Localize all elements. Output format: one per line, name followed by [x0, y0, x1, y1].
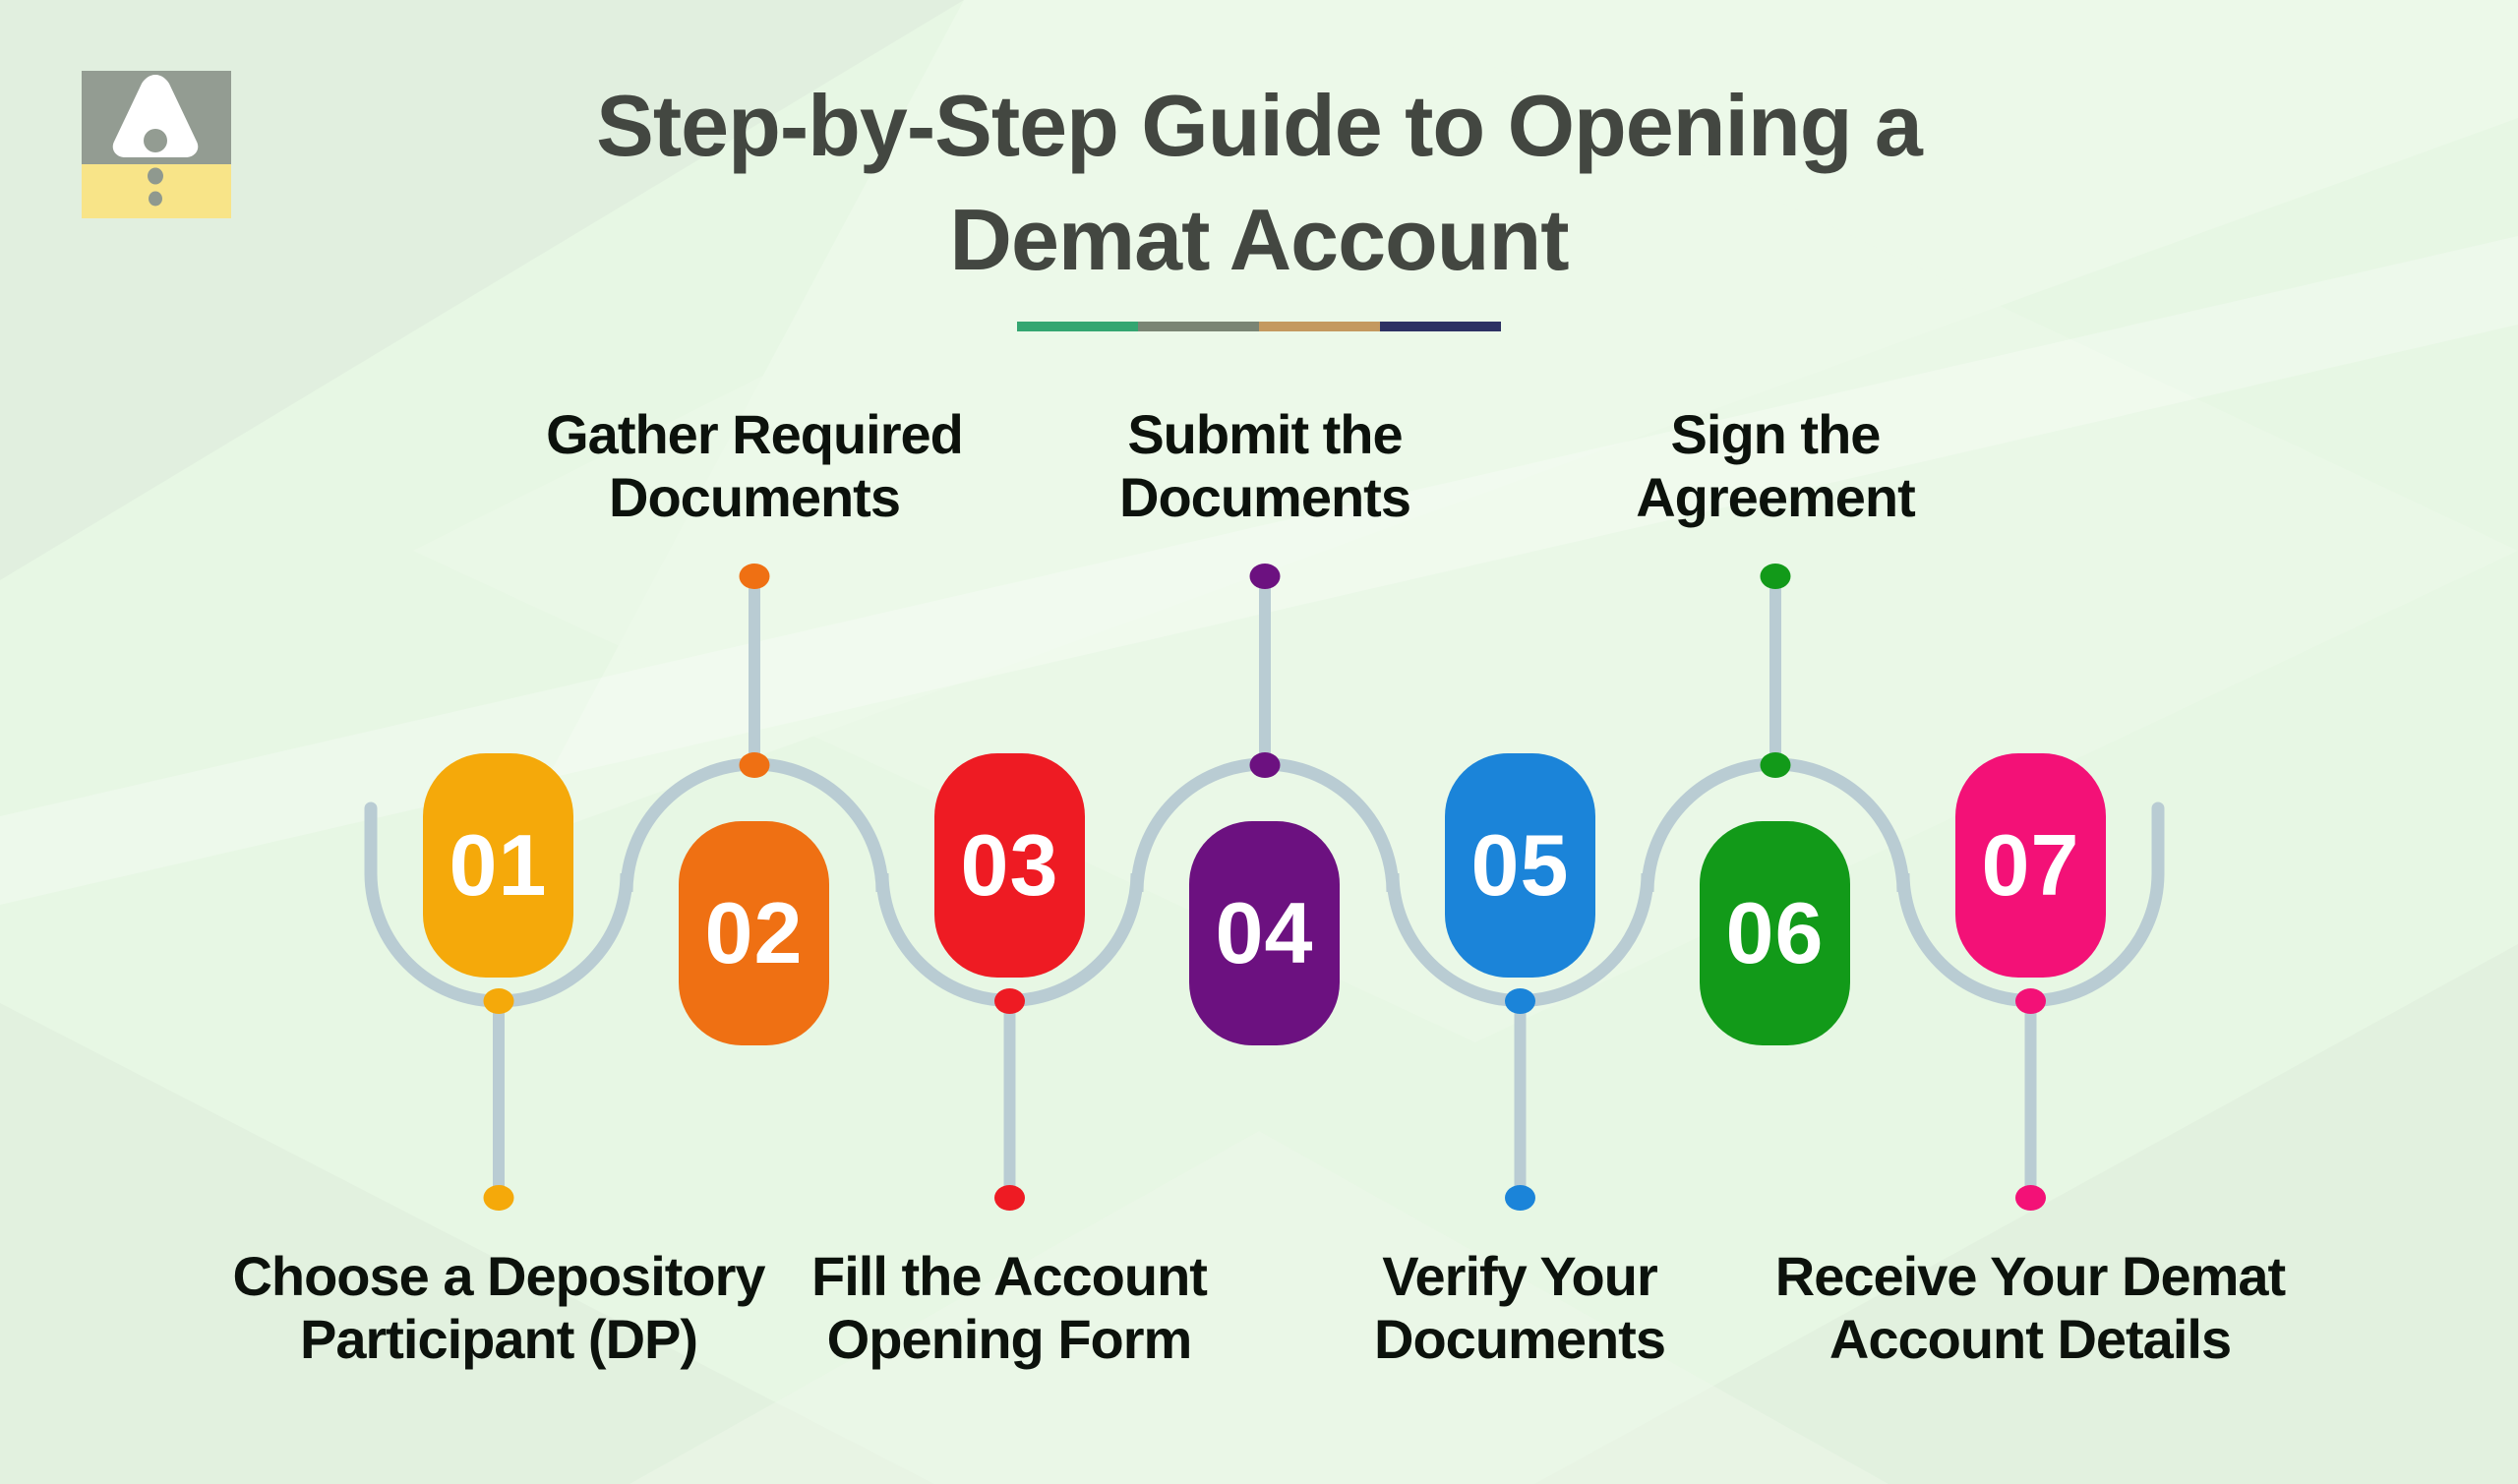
step-07-path-dot — [2015, 988, 2046, 1014]
step-01-label-line1: Choose a Depository — [232, 1245, 765, 1307]
step-03-label-line1: Fill the Account — [811, 1245, 1208, 1307]
step-01-label: Choose a Depository Participant (DP) — [204, 1245, 794, 1371]
step-02-label: Gather Required Documents — [459, 403, 1049, 529]
step-03-end-dot — [994, 1185, 1025, 1211]
page-title-line-2: Demat Account — [949, 191, 1569, 288]
step-07-label: Receive Your Demat Account Details — [1735, 1245, 2325, 1371]
step-01-label-line2: Participant (DP) — [299, 1308, 698, 1370]
step-03-label-line2: Opening Form — [826, 1308, 1193, 1370]
step-02-path-dot — [739, 752, 770, 778]
step-06-badge: 06 — [1700, 821, 1850, 1045]
step-05-number: 05 — [1470, 816, 1570, 914]
step-05-path-dot — [1505, 988, 1535, 1014]
step-02-label-line1: Gather Required — [546, 403, 964, 465]
step-03-path-dot — [994, 988, 1025, 1014]
divider-segment-navy — [1380, 322, 1501, 331]
step-06-end-dot — [1760, 564, 1791, 589]
step-06-path-dot — [1760, 752, 1791, 778]
logo-triangle-hole — [144, 129, 167, 152]
step-04-end-dot — [1249, 564, 1281, 589]
step-01-badge: 01 — [423, 753, 573, 978]
step-02-label-line2: Documents — [609, 466, 901, 528]
stems-below — [493, 995, 2037, 1198]
step-07-label-line2: Account Details — [1829, 1308, 2232, 1370]
page-title-line-1: Step-by-Step Guide to Opening a — [596, 77, 1923, 174]
logo-dot-2 — [149, 191, 162, 207]
step-04-label: Submit the Documents — [970, 403, 1560, 529]
step-03-label: Fill the Account Opening Form — [714, 1245, 1304, 1371]
logo-dot-1 — [148, 167, 163, 185]
logo-triangle — [112, 75, 199, 157]
divider-segment-tan — [1259, 322, 1380, 331]
page-title: Step-by-Step Guide to Opening a Demat Ac… — [0, 69, 2518, 297]
stems-above — [749, 576, 1781, 773]
step-03-badge: 03 — [934, 753, 1085, 978]
timeline-dots — [483, 564, 2046, 1211]
divider-segment-green — [1017, 322, 1138, 331]
step-06-label: Sign the Agreement — [1480, 403, 2070, 529]
step-07-number: 07 — [1981, 816, 2080, 914]
step-05-label-line1: Verify Your — [1382, 1245, 1658, 1307]
step-01-path-dot — [483, 988, 514, 1014]
title-divider — [1017, 322, 1501, 331]
step-06-number: 06 — [1725, 884, 1825, 981]
step-06-label-line2: Agreement — [1636, 466, 1916, 528]
step-05-end-dot — [1505, 1185, 1535, 1211]
step-04-badge: 04 — [1189, 821, 1340, 1045]
step-07-label-line1: Receive Your Demat — [1774, 1245, 2286, 1307]
step-06-label-line1: Sign the — [1670, 403, 1882, 465]
step-05-label-line2: Documents — [1374, 1308, 1666, 1370]
step-04-path-dot — [1249, 752, 1281, 778]
step-04-label-line1: Submit the — [1127, 403, 1403, 465]
step-01-end-dot — [483, 1185, 514, 1211]
step-05-badge: 05 — [1445, 753, 1595, 978]
step-02-end-dot — [739, 564, 770, 589]
step-02-number: 02 — [704, 884, 804, 981]
step-05-label: Verify Your Documents — [1225, 1245, 1815, 1371]
step-04-label-line2: Documents — [1119, 466, 1411, 528]
step-04-number: 04 — [1215, 884, 1314, 981]
step-02-badge: 02 — [679, 821, 829, 1045]
brand-logo-icon — [82, 71, 231, 218]
divider-segment-gray — [1138, 322, 1259, 331]
step-01-number: 01 — [449, 816, 548, 914]
step-07-badge: 07 — [1955, 753, 2106, 978]
step-03-number: 03 — [960, 816, 1059, 914]
step-07-end-dot — [2015, 1185, 2046, 1211]
